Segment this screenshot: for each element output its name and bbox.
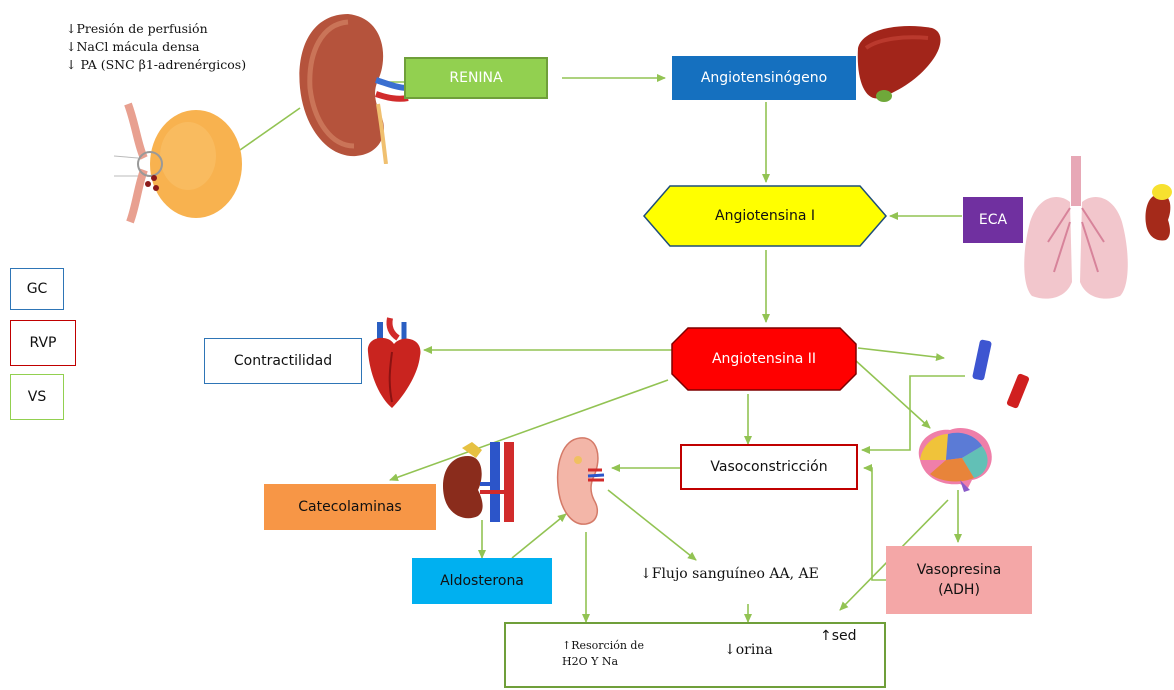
angiotensina1-label: Angiotensina I xyxy=(715,208,815,224)
renina-label: RENINA xyxy=(449,70,502,86)
kidney-icon xyxy=(292,8,412,164)
angiotensina2-node: Angiotensina II xyxy=(670,326,858,392)
flujo-text: ↓Flujo sanguíneo AA, AE xyxy=(640,566,819,582)
juxtaglomerular-diagram-icon xyxy=(108,96,248,226)
angiotensinogeno-node: Angiotensinógeno xyxy=(672,56,856,100)
adrenal-kidney-icon xyxy=(438,440,524,524)
eca-node: ECA xyxy=(963,197,1023,243)
stimuli-list: ↓Presión de perfusión ↓NaCl mácula densa… xyxy=(66,20,246,74)
vasopresina-label: Vasopresina (ADH) xyxy=(898,560,1020,600)
arrow-angiotensina2-brain xyxy=(855,360,930,428)
heart-icon xyxy=(358,312,430,412)
orina-text: ↓orina xyxy=(724,642,773,658)
catecolaminas-label: Catecolaminas xyxy=(298,499,401,515)
vasoconstriccion-node: Vasoconstricción xyxy=(680,444,858,490)
angiotensina1-node: Angiotensina I xyxy=(642,184,888,248)
catecolaminas-node: Catecolaminas xyxy=(264,484,436,530)
vasoconstriccion-label: Vasoconstricción xyxy=(710,459,827,475)
aldosterona-label: Aldosterona xyxy=(440,573,524,589)
eca-label: ECA xyxy=(979,212,1007,228)
vasopresina-node: Vasopresina (ADH) xyxy=(886,546,1032,614)
stimulus-pa: ↓ PA (SNC β1-adrenérgicos) xyxy=(66,56,246,74)
lungs-icon xyxy=(1018,152,1134,302)
contractilidad-node: Contractilidad xyxy=(204,338,362,384)
arrow-kidney-flujo xyxy=(608,490,696,560)
resorcion-line2: H2O Y Na xyxy=(562,654,644,670)
contractilidad-label: Contractilidad xyxy=(234,353,332,369)
legend-rvp-label: RVP xyxy=(30,335,57,351)
small-kidney-icon xyxy=(1142,182,1174,244)
legend-vs-label: VS xyxy=(28,389,46,405)
legend-vs: VS xyxy=(10,374,64,420)
connector-juxta-kidney xyxy=(240,108,300,150)
brain-icon xyxy=(912,424,996,494)
stimulus-perfusion: ↓Presión de perfusión xyxy=(66,20,246,38)
legend-gc: GC xyxy=(10,268,64,310)
aldosterona-node: Aldosterona xyxy=(412,558,552,604)
resorcion-text: ↑Resorción de H2O Y Na xyxy=(562,638,644,670)
arrow-angiotensina2-vessels xyxy=(858,348,944,358)
small-kidney-center-icon xyxy=(554,430,610,532)
angiotensinogeno-label: Angiotensinógeno xyxy=(701,70,827,86)
stimulus-nacl: ↓NaCl mácula densa xyxy=(66,38,246,56)
sed-text: ↑sed xyxy=(820,628,857,644)
arrow-angiotensina2-catecolaminas xyxy=(390,380,668,480)
legend-gc-label: GC xyxy=(27,281,48,297)
renina-node: RENINA xyxy=(404,57,548,99)
outcomes-box: ↑Resorción de H2O Y Na ↓orina ↑sed xyxy=(504,622,886,688)
liver-icon xyxy=(852,18,944,110)
resorcion-line1: ↑Resorción de xyxy=(562,638,644,654)
angiotensina2-label: Angiotensina II xyxy=(712,351,816,367)
legend-rvp: RVP xyxy=(10,320,76,366)
vessels-icon xyxy=(966,336,1032,410)
arrow-vasopresina-vasoconstriccion xyxy=(864,468,886,580)
